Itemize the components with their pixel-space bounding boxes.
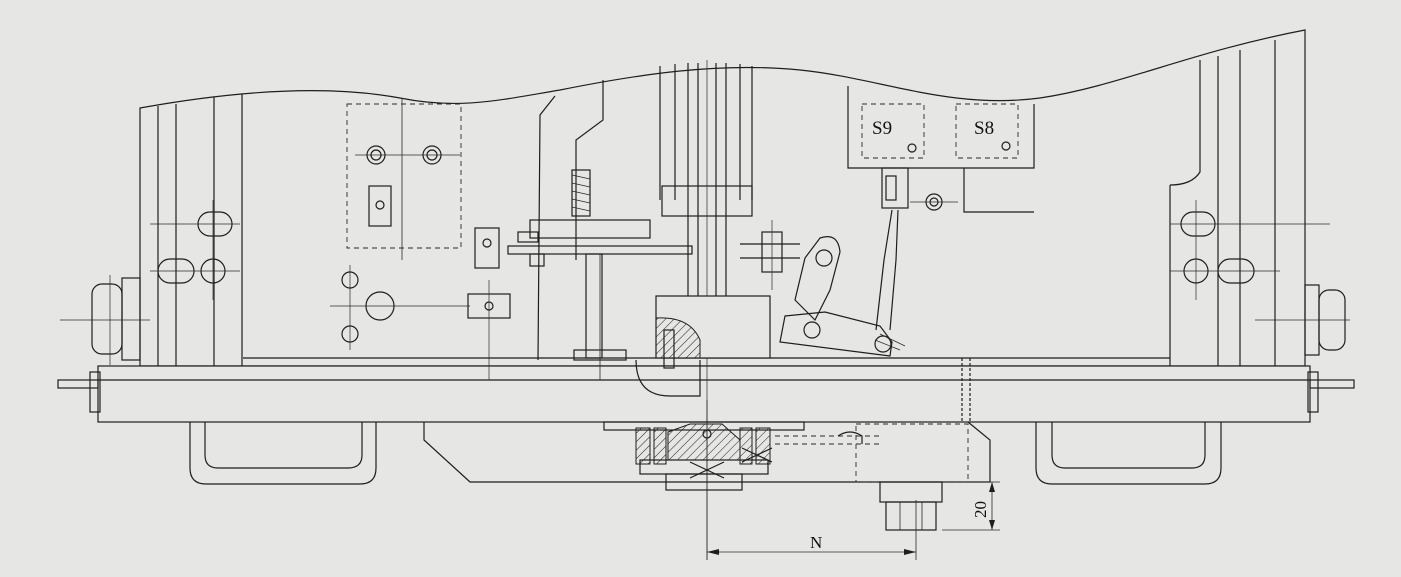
lever-bracket xyxy=(529,219,651,239)
round-cap xyxy=(635,359,701,397)
right-handle xyxy=(1035,422,1222,485)
hatched-section xyxy=(655,317,701,359)
switch-arm xyxy=(875,209,899,331)
screw-icon xyxy=(907,143,917,153)
roller-lever xyxy=(779,311,893,357)
bottom-x-mark xyxy=(741,447,773,463)
spring-icon xyxy=(571,169,591,217)
lever-stop xyxy=(517,231,539,243)
spring-right-2 xyxy=(755,427,771,465)
left-knob-flange xyxy=(121,277,141,361)
switch-s9-label: S9 xyxy=(872,118,892,139)
lever-arm xyxy=(794,236,841,322)
left-pin-flange xyxy=(89,371,101,413)
bolt-icon xyxy=(366,145,386,165)
plate-block xyxy=(368,185,392,227)
spring-left-2 xyxy=(653,427,667,465)
left-handle-inner xyxy=(204,422,363,469)
switch-panel xyxy=(964,104,1035,169)
dimension-20-label: 20 xyxy=(971,501,990,518)
lever-nut xyxy=(529,253,545,267)
left-pin xyxy=(57,379,99,389)
bottom-cap xyxy=(665,473,743,491)
left-dashed-plate xyxy=(346,103,462,249)
frame-curve xyxy=(1169,60,1201,186)
switch-actuator xyxy=(881,167,909,209)
dimension-n-label: N xyxy=(810,533,822,552)
connector-plug-tip xyxy=(885,501,937,531)
spring-left xyxy=(635,427,651,465)
mechanism-line xyxy=(537,95,556,361)
housing-outline xyxy=(139,29,1306,367)
base-plate xyxy=(97,365,1311,423)
right-handle-inner xyxy=(1051,422,1206,469)
bottom-hub xyxy=(667,423,741,461)
roller-hatch xyxy=(874,333,906,351)
connector-plug xyxy=(879,481,943,503)
switch-s9-box xyxy=(861,103,925,159)
dim-arrow xyxy=(707,549,719,555)
lever-pivot xyxy=(815,249,833,267)
bolt-icon xyxy=(422,145,442,165)
dim-arrow xyxy=(989,482,995,492)
small-block-hole xyxy=(482,238,492,248)
left-knob xyxy=(91,283,123,355)
switch-s8-box xyxy=(955,103,1019,159)
set-screw xyxy=(663,329,675,369)
dim-arrow xyxy=(904,549,916,555)
connector-dashed xyxy=(855,423,969,483)
roller-pivot xyxy=(803,321,821,339)
spring-coil xyxy=(571,174,591,212)
link-hook xyxy=(837,431,863,444)
roller-icon xyxy=(874,335,892,353)
bolt-icon-inner xyxy=(370,149,382,161)
dim-arrow xyxy=(989,520,995,530)
small-block xyxy=(474,227,500,269)
left-handle xyxy=(189,422,377,485)
bolt-icon-inner xyxy=(426,149,438,161)
right-pin-flange xyxy=(1307,371,1319,413)
screw-icon xyxy=(1001,141,1011,151)
switch-s8-label: S8 xyxy=(974,118,994,139)
lower-housing xyxy=(423,421,991,483)
switch-plunger xyxy=(885,175,897,201)
plate-block-hole xyxy=(375,200,385,210)
lever-rod xyxy=(585,253,603,359)
right-pin xyxy=(1309,379,1355,389)
